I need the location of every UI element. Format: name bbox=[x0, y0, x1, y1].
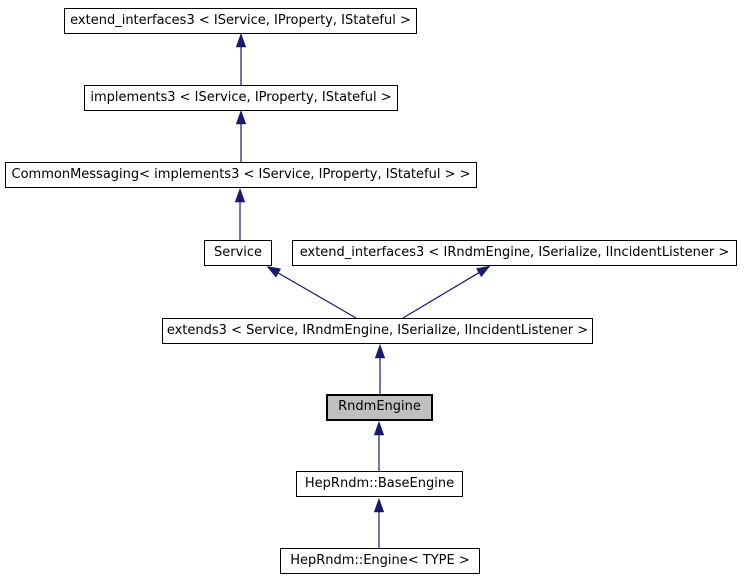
class-node-label: Service bbox=[213, 245, 263, 260]
class-node-rndm-engine[interactable]: RndmEngine bbox=[326, 394, 433, 421]
inheritance-edge bbox=[373, 497, 385, 548]
inheritance-edge bbox=[402, 265, 491, 319]
class-node-label: CommonMessaging< implements3 < IService,… bbox=[11, 167, 471, 182]
class-node-label: extend_interfaces3 < IService, IProperty… bbox=[70, 13, 411, 28]
class-node-label: implements3 < IService, IProperty, IStat… bbox=[90, 90, 392, 105]
class-node-label: HepRndm::Engine< TYPE > bbox=[290, 553, 470, 568]
inheritance-edge bbox=[234, 187, 246, 241]
class-node-label: extends3 < Service, IRndmEngine, ISerial… bbox=[166, 323, 589, 338]
inheritance-edge bbox=[235, 32, 247, 85]
class-node-label: RndmEngine bbox=[338, 399, 421, 414]
class-node-label: HepRndm::BaseEngine bbox=[304, 476, 455, 491]
class-node-heprndm-engine-type[interactable]: HepRndm::Engine< TYPE > bbox=[280, 548, 480, 574]
inheritance-edge bbox=[373, 420, 385, 471]
inheritance-edge bbox=[374, 343, 386, 394]
class-node-extend-interfaces3-irndmengine[interactable]: extend_interfaces3 < IRndmEngine, ISeria… bbox=[292, 240, 737, 266]
class-node-label: extend_interfaces3 < IRndmEngine, ISeria… bbox=[299, 245, 730, 260]
inheritance-edge bbox=[235, 109, 247, 162]
class-node-heprndm-base-engine[interactable]: HepRndm::BaseEngine bbox=[296, 471, 463, 497]
class-node-extends3[interactable]: extends3 < Service, IRndmEngine, ISerial… bbox=[162, 318, 593, 344]
class-node-extend-interfaces3-iservice[interactable]: extend_interfaces3 < IService, IProperty… bbox=[64, 8, 417, 34]
class-node-common-messaging[interactable]: CommonMessaging< implements3 < IService,… bbox=[5, 162, 477, 188]
class-node-implements3[interactable]: implements3 < IService, IProperty, IStat… bbox=[84, 85, 398, 111]
class-node-service[interactable]: Service bbox=[204, 240, 272, 266]
inheritance-edge bbox=[266, 266, 357, 319]
